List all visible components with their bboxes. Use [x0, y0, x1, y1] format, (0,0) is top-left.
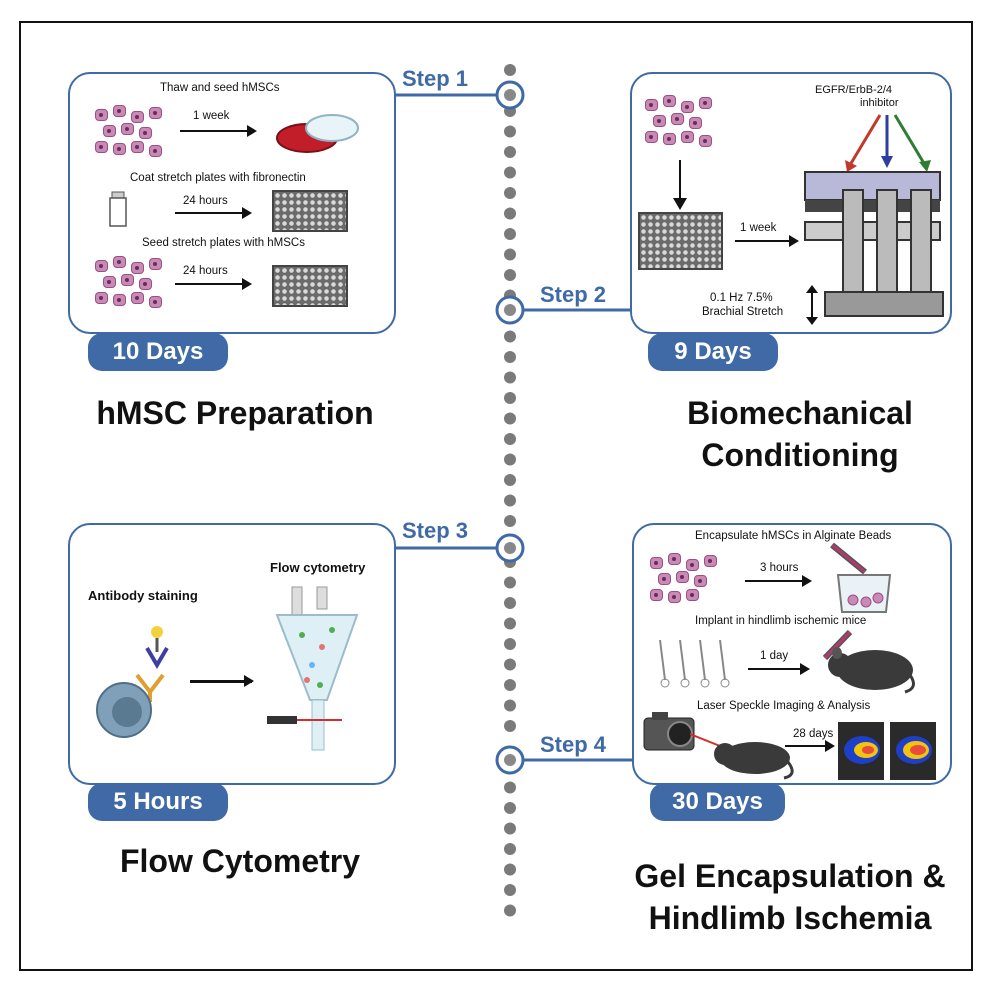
timeline-dot: [504, 453, 516, 466]
timeline-dot: [504, 638, 516, 650]
timeline-dot: [504, 720, 516, 732]
stretch-device-icon: [804, 114, 944, 317]
arrow-icon: [175, 278, 252, 290]
timeline-dot: [504, 494, 516, 507]
timeline-dot: [504, 515, 516, 527]
p1-line3: Seed stretch plates with hMSCs: [142, 237, 305, 249]
p4-line1: Encapsulate hMSCs in Alginate Beads: [695, 530, 892, 542]
p4-time1: 3 hours: [760, 562, 799, 574]
cells-icon: [95, 256, 165, 316]
arrow-icon: [748, 663, 810, 675]
timeline-dot: [504, 269, 516, 281]
panel2-title-line2: Conditioning: [701, 437, 899, 473]
laser-speckle-images-icon: [838, 722, 936, 780]
timeline-dot: [504, 392, 516, 404]
step3-label: Step 3: [402, 518, 469, 543]
timeline-dot: [504, 863, 516, 876]
cells-icon: [95, 105, 165, 165]
arrow-icon: [190, 675, 254, 687]
cells-icon: [650, 553, 720, 613]
cells-icon: [645, 95, 715, 155]
p2-stretch1: 0.1 Hz 7.5%: [710, 292, 773, 304]
p4-line2: Implant in hindlimb ischemic mice: [695, 615, 867, 627]
petri-dish-icon: [276, 114, 359, 153]
duration-badge: 30 Days: [650, 783, 785, 821]
timeline-dots: [504, 64, 516, 917]
timeline-dot: [504, 699, 516, 712]
panel2-title-line1: Biomechanical: [687, 395, 913, 431]
timeline-dot: [504, 802, 516, 814]
p1-line1: Thaw and seed hMSCs: [160, 82, 280, 94]
antibody-cell-icon: [96, 626, 169, 738]
stretch-plate-icon: [272, 190, 348, 232]
timeline-dot: [504, 371, 516, 384]
timeline-dot: [504, 207, 516, 220]
timeline-dot: [504, 904, 516, 917]
timeline-dot: [504, 228, 516, 240]
timeline-dot: [504, 64, 516, 76]
p4-time2: 1 day: [760, 650, 789, 662]
stretch-plate-icon: [638, 212, 723, 270]
surgical-tools-icon: [659, 639, 730, 688]
p2-inhibitor: EGFR/ErbB-2/4: [815, 84, 893, 96]
step1-label: Step 1: [402, 66, 469, 91]
timeline-dot: [504, 166, 516, 179]
down-arrow-icon: [673, 160, 687, 210]
timeline-dot: [504, 781, 516, 794]
step2-label: Step 2: [540, 282, 607, 307]
camera-icon: [643, 712, 695, 751]
p1-time1: 1 week: [193, 110, 230, 122]
double-arrow-icon: [806, 285, 818, 325]
timeline-dot: [504, 125, 516, 138]
p2-time1: 1 week: [740, 222, 777, 234]
timeline-dot: [504, 617, 516, 630]
duration-badge: 9 Days: [648, 333, 778, 371]
timeline-dot: [504, 330, 516, 343]
timeline-dot: [504, 146, 516, 158]
p2-inhibitor2: inhibitor: [860, 97, 899, 109]
p3-flow: Flow cytometry: [270, 560, 366, 575]
timeline-dot: [504, 433, 516, 445]
timeline-dot: [504, 351, 516, 363]
mouse-syringe-icon: [822, 630, 916, 694]
duration-badge: 5 Hours: [88, 783, 228, 821]
arrow-icon: [175, 207, 252, 219]
p1-line2: Coat stretch plates with fibronectin: [130, 172, 306, 184]
laser-mouse-icon: [690, 733, 794, 780]
timeline-dot: [504, 576, 516, 589]
timeline-dot: [504, 843, 516, 855]
panel4-title-line2: Hindlimb Ischemia: [648, 900, 932, 936]
panel4-title-line1: Gel Encapsulation &: [634, 858, 946, 894]
vial-icon: [109, 191, 127, 227]
stretch-plate-icon: [272, 265, 348, 307]
timeline-dot: [504, 597, 516, 609]
p2-stretch2: Brachial Stretch: [702, 306, 784, 318]
timeline-dot: [504, 187, 516, 199]
beaker-syringe-icon: [830, 542, 892, 613]
arrow-icon: [735, 235, 799, 247]
timeline-dot: [504, 822, 516, 835]
flow-cytometer-icon: [267, 586, 359, 751]
p1-time2: 24 hours: [183, 195, 228, 207]
timeline-dot: [504, 474, 516, 486]
duration-badge: 10 Days: [88, 333, 228, 371]
p4-line3: Laser Speckle Imaging & Analysis: [697, 700, 871, 712]
timeline-dot: [504, 679, 516, 691]
step4-label: Step 4: [540, 732, 607, 757]
timeline-dot: [504, 658, 516, 671]
arrow-icon: [180, 125, 257, 137]
timeline-dot: [504, 412, 516, 425]
p3-antibody: Antibody staining: [88, 588, 198, 603]
timeline-dot: [504, 248, 516, 261]
p4-time3: 28 days: [793, 728, 834, 740]
arrow-icon: [785, 740, 835, 752]
panel3-title: Flow Cytometry: [119, 843, 361, 879]
arrow-icon: [745, 575, 812, 587]
timeline-dot: [504, 884, 516, 896]
p1-time3: 24 hours: [183, 265, 228, 277]
panel1-title: hMSC Preparation: [96, 395, 374, 431]
